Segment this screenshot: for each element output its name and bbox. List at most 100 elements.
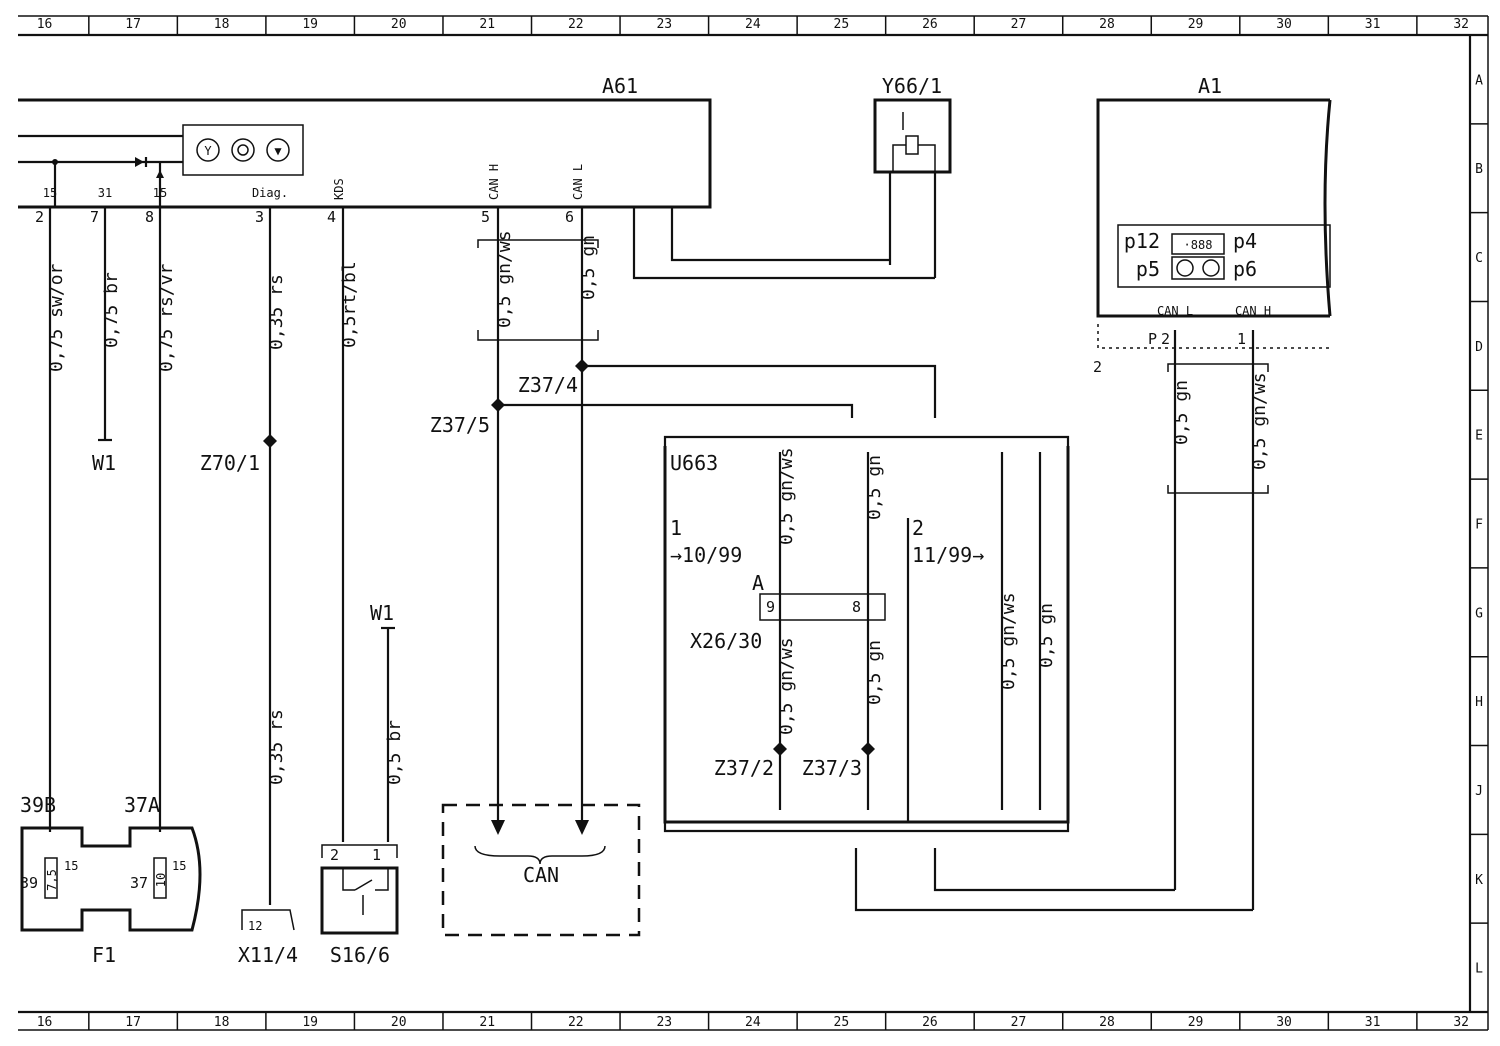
grid-column-label: 22 (568, 17, 584, 32)
fuse-label: 15 (172, 859, 186, 873)
a61-indicator-panel (182, 124, 304, 176)
can-bus-box: CAN (441, 803, 641, 937)
grid-column-label: 25 (834, 17, 850, 32)
a1-p-label: P (1148, 330, 1157, 348)
wire-label: 0,5 br (384, 720, 405, 785)
grid-column-label: 18 (214, 1015, 230, 1030)
grid-row-label: C (1475, 251, 1483, 266)
fuse-label: 39B (20, 793, 56, 817)
grid-row-label: H (1475, 695, 1483, 710)
frame (18, 15, 1489, 1031)
grid-row-label: B (1475, 162, 1483, 177)
diode-icon (135, 157, 144, 167)
grid-column-label: 18 (214, 17, 230, 32)
grid-column-label: 24 (745, 1015, 761, 1030)
z37-2-label: Z37/2 (714, 756, 774, 780)
grid-column-label: 23 (656, 1015, 672, 1030)
grid-column-label: 29 (1188, 17, 1204, 32)
u663-note-1: 1 (670, 516, 682, 540)
s16-pin2: 2 (330, 846, 339, 864)
a1-p6-label: p6 (1233, 257, 1257, 281)
pin-number: 7 (90, 208, 99, 226)
grid-column-label: 16 (37, 1015, 53, 1030)
column-grid: 1616171718181919202021212222232324242525… (37, 16, 1469, 1030)
fuse-rating: 7,5 (45, 869, 59, 891)
f1-fuse-box: 39B 37A 39 37 15 15 7,5 10 F1 (20, 793, 202, 967)
wire-label: 0,5 gn/ws (1249, 372, 1270, 470)
x26-letter: A (752, 571, 764, 595)
splice-icon (575, 359, 589, 373)
wire-label: 0,5 gn (1036, 603, 1057, 668)
w1-label: W1 (92, 451, 116, 475)
pin-number: 4 (327, 208, 336, 226)
pin-label: 15 (153, 186, 167, 200)
a1-pin2: 2 (1161, 330, 1170, 348)
grid-column-label: 21 (479, 1015, 495, 1030)
w1-label: W1 (370, 601, 394, 625)
grid-column-label: 20 (391, 17, 407, 32)
pin-number: 2 (35, 208, 44, 226)
indicator-lamp-icon-2 (231, 138, 255, 162)
a1-note: 2 (1093, 358, 1102, 376)
splice-points: Z70/1 Z37/4 Z37/5 Z37/2 Z37/3 (200, 359, 875, 780)
svg-text:Y: Y (204, 144, 212, 158)
pin-number: 3 (255, 208, 264, 226)
wire-label: 0,5 gn/ws (776, 637, 797, 735)
s16-switch: 2 1 S16/6 (320, 844, 399, 967)
diode-icon (156, 170, 164, 178)
grid-column-label: 20 (391, 1015, 407, 1030)
a1-can-h-label: CAN H (1235, 304, 1271, 318)
svg-text:▼: ▼ (274, 144, 282, 158)
grid-column-label: 22 (568, 1015, 584, 1030)
x26-label: X26/30 (690, 629, 762, 653)
indicator-lamp-icon-1: Y (196, 138, 220, 162)
fuse-rating: 10 (154, 873, 168, 887)
grid-column-label: 24 (745, 17, 761, 32)
a1-display-panel (1117, 224, 1331, 288)
z37-3-label: Z37/3 (802, 756, 862, 780)
svg-text:·888: ·888 (1184, 238, 1213, 252)
a1-label: A1 (1198, 74, 1222, 98)
pin-label: Diag. (252, 186, 288, 200)
pin-label: 31 (98, 186, 112, 200)
grid-row-label: F (1475, 518, 1483, 533)
x26-pin8: 8 (852, 598, 861, 616)
pin-number: 6 (565, 208, 574, 226)
y66-valve: Y66/1 (873, 74, 952, 278)
s16-pin1: 1 (372, 846, 381, 864)
z70-label: Z70/1 (200, 451, 260, 475)
fuse-icon (44, 857, 58, 899)
x26-pin9: 9 (766, 598, 775, 616)
wire-label: 0,5 gn/ws (776, 447, 797, 545)
grid-column-label: 32 (1453, 17, 1469, 32)
fuse-label: 39 (20, 874, 38, 892)
wire-labels: 0,75 sw/or 0,75 br 0,75 rs/vr 0,35 rs 0,… (46, 230, 1270, 785)
pin-number: 8 (145, 208, 154, 226)
fuse-label: 15 (64, 859, 78, 873)
grid-row-label: D (1475, 340, 1483, 355)
a1-p4-label: p4 (1233, 229, 1257, 253)
grid-column-label: 30 (1276, 17, 1292, 32)
grid-row-label: K (1475, 873, 1483, 888)
wire-label: 0,5rt/bl (339, 261, 360, 348)
a1-p5-label: p5 (1136, 257, 1160, 281)
grid-column-label: 27 (1011, 17, 1027, 32)
wire-label: 0,5 gn/ws (998, 592, 1019, 690)
f1-label: F1 (92, 943, 116, 967)
u663-block: U663 1 →10/99 2 11/99→ A 9 8 X26/30 0,5 … (663, 435, 1070, 833)
u663-date-1: →10/99 (670, 543, 742, 567)
z37-5-label: Z37/5 (430, 413, 490, 437)
grid-column-label: 30 (1276, 1015, 1292, 1030)
grid-row-label: E (1475, 429, 1483, 444)
x26-connector (759, 593, 886, 621)
grid-column-label: 27 (1011, 1015, 1027, 1030)
wire-label: 0,75 sw/or (46, 263, 67, 372)
grid-column-label: 21 (479, 17, 495, 32)
a61-unit: A61 Y ▼ (18, 74, 712, 209)
grid-column-label: 29 (1188, 1015, 1204, 1030)
grid-column-label: 19 (302, 1015, 318, 1030)
pin-number: 5 (481, 208, 490, 226)
wire-label: 0,5 gn (1171, 380, 1192, 445)
fuse-icon (153, 857, 167, 899)
